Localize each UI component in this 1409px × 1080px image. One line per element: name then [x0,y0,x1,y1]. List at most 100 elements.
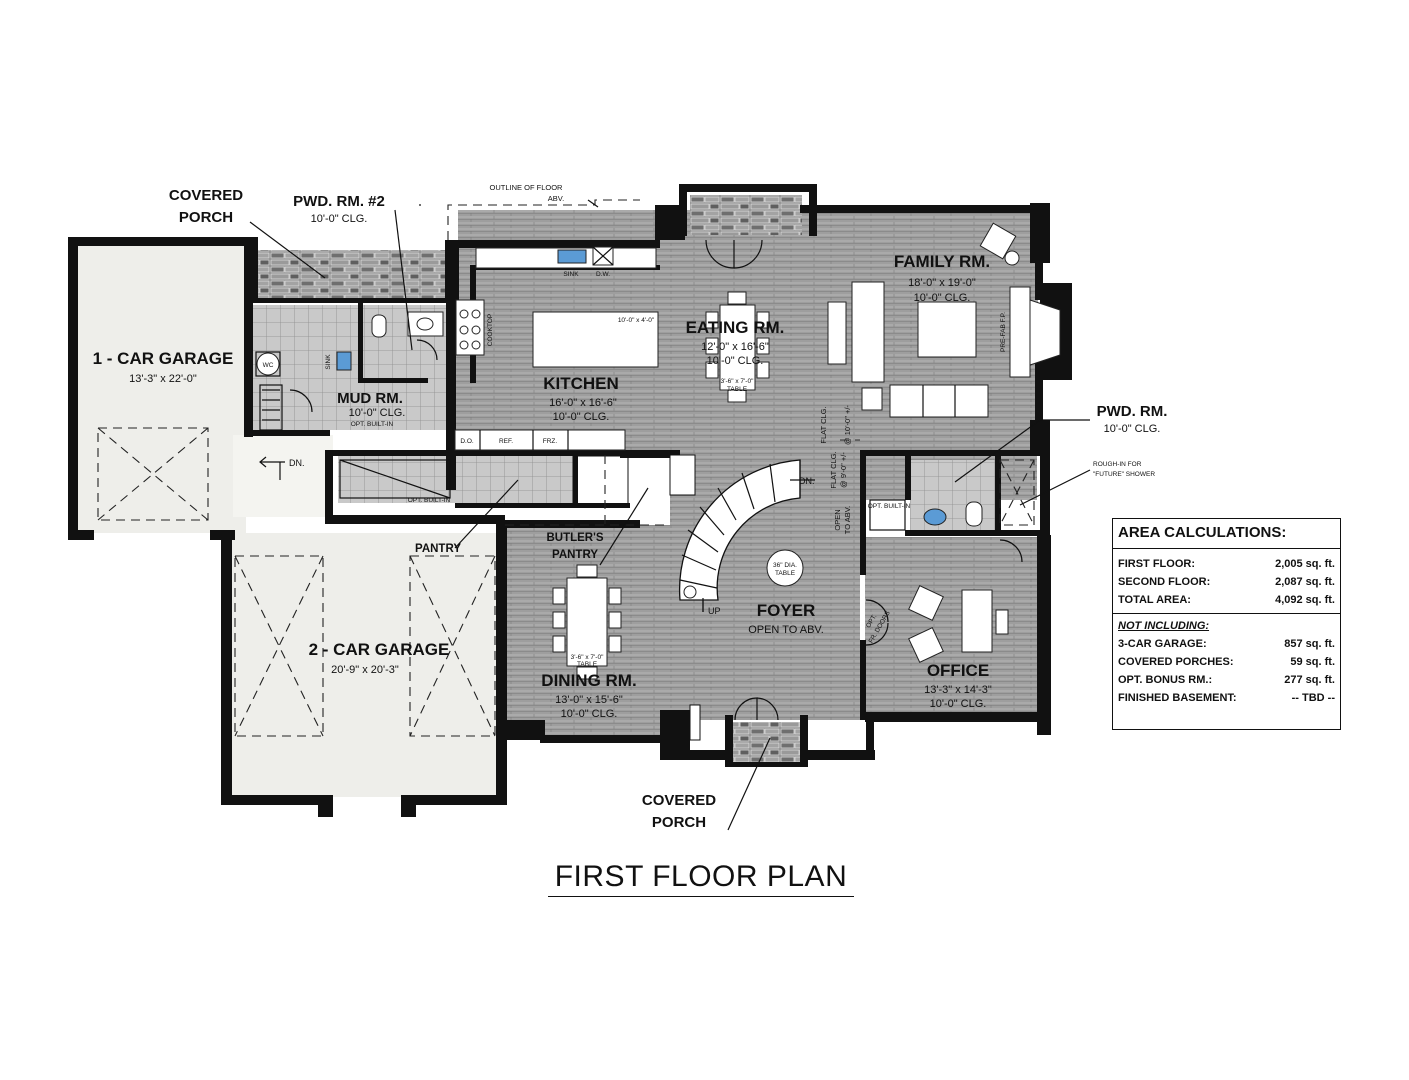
cooktop-label: COOKTOP [487,314,494,346]
curved-stair [678,459,801,601]
open-to-abv-line1: OPEN [833,509,842,530]
stair-dn-label: DN. [799,476,815,486]
leader-lines [249,199,1091,831]
excluded-row-label: FINISHED BASEMENT: [1118,692,1237,704]
mud-sink [336,351,352,371]
area-row-value: 2,087 sq. ft. [1275,576,1335,588]
kitchen-sink [557,249,587,264]
flat-clg2-line1: FLAT CLG. [819,406,828,443]
dining-table-size: 3'-6" x 7'-0" [571,654,604,661]
excluded-row-bonus: OPT. BONUS RM.: 277 sq. ft. [1113,671,1340,689]
powder-room-fixtures [869,499,983,531]
toilet-mud [256,352,280,376]
mud-rm-ceiling: 10'-0" CLG. [349,407,406,419]
excluded-row-label: 3-CAR GARAGE: [1118,638,1207,650]
one-car-garage-name: 1 - CAR GARAGE [93,349,234,368]
excluded-row-value: -- TBD -- [1291,692,1335,704]
flat-clg-line2: @ 9'-0" +/- [839,452,848,488]
covered-porch-bottom-line1: COVERED [642,792,716,809]
covered-porch-top-line1: COVERED [169,187,243,204]
covered-porch-top-line2: PORCH [179,209,233,226]
pwd-rm-2-ceiling: 10'-0" CLG. [311,213,368,225]
foyer-table-size: 36" DIA. [773,562,797,569]
foyer-note: OPEN TO ABV. [748,624,824,636]
door-swings [289,239,1023,721]
office-chair-1 [908,585,944,621]
sink-label: SINK [563,271,579,278]
butlers-pantry-line1: BUTLER'S [546,532,603,544]
mud-sink-label: SINK [325,354,332,370]
powder-room-floor [910,460,1000,530]
pwd-built-in-label: OPT. BUILT-IN [868,503,911,510]
pantry-label: PANTRY [415,543,461,555]
foyer-name: FOYER [757,601,816,620]
pwd-toilet [965,501,983,527]
excluded-row-basement: FINISHED BASEMENT: -- TBD -- [1113,689,1340,707]
garage-landing [233,435,333,517]
area-row-first-floor: FIRST FLOOR: 2,005 sq. ft. [1113,555,1340,573]
covered-porch-top-floor [255,250,445,300]
wc-label: WC [263,362,274,369]
stair-group [678,459,801,612]
toilet-pwd2 [371,314,387,338]
prefab-fp-label: PRE-FAB F.P. [1000,312,1007,352]
office-name: OFFICE [927,661,989,680]
family-room-furniture [827,222,1061,418]
eating-rm-name: EATING RM. [686,318,785,337]
plan-title: FIRST FLOOR PLAN [548,860,854,897]
one-car-garage-size: 13'-3" x 22'-0" [129,373,197,385]
excluded-row-garage: 3-CAR GARAGE: 857 sq. ft. [1113,635,1340,653]
foyer-table-label: TABLE [775,570,796,577]
frz-label: FRZ. [543,438,558,445]
two-car-garage-size: 20'-9" x 20'-3" [331,664,399,676]
office-size: 13'-3" x 14'-3" [924,684,992,696]
kitchen-size: 16'-0" x 16'-6" [549,397,617,409]
area-calculations-title: AREA CALCULATIONS: [1113,519,1340,549]
area-row-total: TOTAL AREA: 4,092 sq. ft. [1113,591,1340,609]
excluded-row-value: 59 sq. ft. [1290,656,1335,668]
not-including-label: NOT INCLUDING: [1118,620,1210,632]
ref-label: REF. [499,438,513,445]
family-rm-ceiling: 10'-0" CLG. [914,292,971,304]
one-car-garage-floor [76,243,246,533]
pwd-rm-2-name: PWD. RM. #2 [293,193,385,210]
pwd-rm-ceiling: 10'-0" CLG. [1104,423,1161,435]
butlers-pantry-line2: PANTRY [552,549,598,561]
area-row-label: TOTAL AREA: [1118,594,1191,606]
two-car-garage-name: 2 - CAR GARAGE [309,640,450,659]
arrows [259,456,815,612]
eating-rm-ceiling: 10'-0" CLG. [707,355,764,367]
dining-table [566,577,608,667]
area-row-value: 2,005 sq. ft. [1275,558,1335,570]
two-car-garage-floor [228,533,500,797]
kitchen-name: KITCHEN [543,374,619,393]
area-calculations-table: AREA CALCULATIONS: FIRST FLOOR: 2,005 sq… [1112,518,1341,730]
eating-rm-size: 12'-0" x 16'-6" [701,341,769,353]
excluded-row-porches: COVERED PORCHES: 59 sq. ft. [1113,653,1340,671]
office-furniture [908,585,1009,663]
mud-room-fixtures [255,311,451,499]
sofa-bottom [889,384,989,418]
area-row-second-floor: SECOND FLOOR: 2,087 sq. ft. [1113,573,1340,591]
dw-label: D.W. [596,271,610,278]
family-rm-size: 18'-0" x 19'-0" [908,277,976,289]
eating-table-label: TABLE [727,386,748,393]
kitchen-fixtures [454,246,659,451]
area-row-label: SECOND FLOOR: [1118,576,1211,588]
eating-table-size: 3'-6" x 7'-0" [721,378,754,385]
garage-dn-label: DN. [289,458,305,468]
dining-rm-ceiling: 10'-0" CLG. [561,708,618,720]
area-row-label: FIRST FLOOR: [1118,558,1195,570]
excluded-row-label: COVERED PORCHES: [1118,656,1234,668]
dining-table-group [552,564,622,680]
family-rm-name: FAMILY RM. [894,252,990,271]
pantry-built-in-label: OPT. BUILT-IN [408,497,451,504]
foyer-table [766,549,804,587]
pwd-rm-name: PWD. RM. [1097,403,1168,420]
sofa-left [851,281,885,383]
eating-table-group [705,291,770,403]
floor-fills [76,195,1038,797]
stair-up-label: UP [708,606,721,616]
mud-rm-note: OPT. BUILT-IN [351,421,394,428]
